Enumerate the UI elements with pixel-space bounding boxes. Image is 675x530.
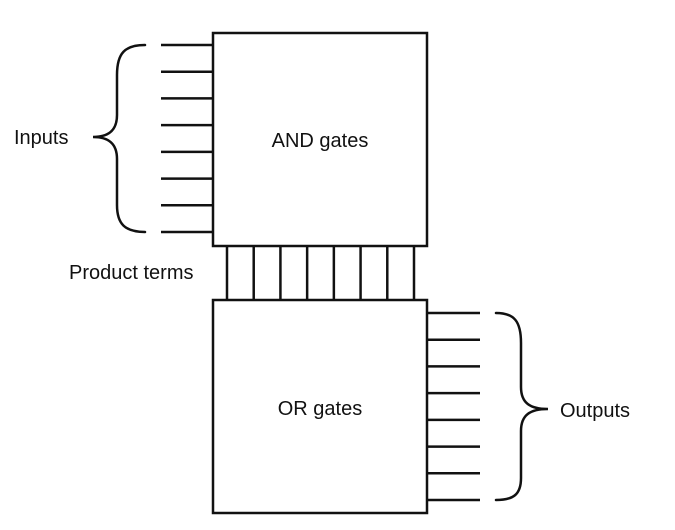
product-terms-label: Product terms — [69, 262, 193, 284]
input-wires — [161, 43, 213, 234]
outputs-label: Outputs — [560, 400, 630, 422]
inputs-brace — [92, 43, 147, 234]
product-term-wires — [225, 246, 416, 300]
output-wires — [427, 311, 480, 502]
or-gates-label: OR gates — [278, 398, 362, 420]
and-gates-label: AND gates — [272, 130, 369, 152]
outputs-brace — [494, 311, 549, 502]
inputs-label: Inputs — [14, 127, 68, 149]
and-gates-block — [211, 31, 429, 248]
or-gates-block — [211, 298, 429, 515]
